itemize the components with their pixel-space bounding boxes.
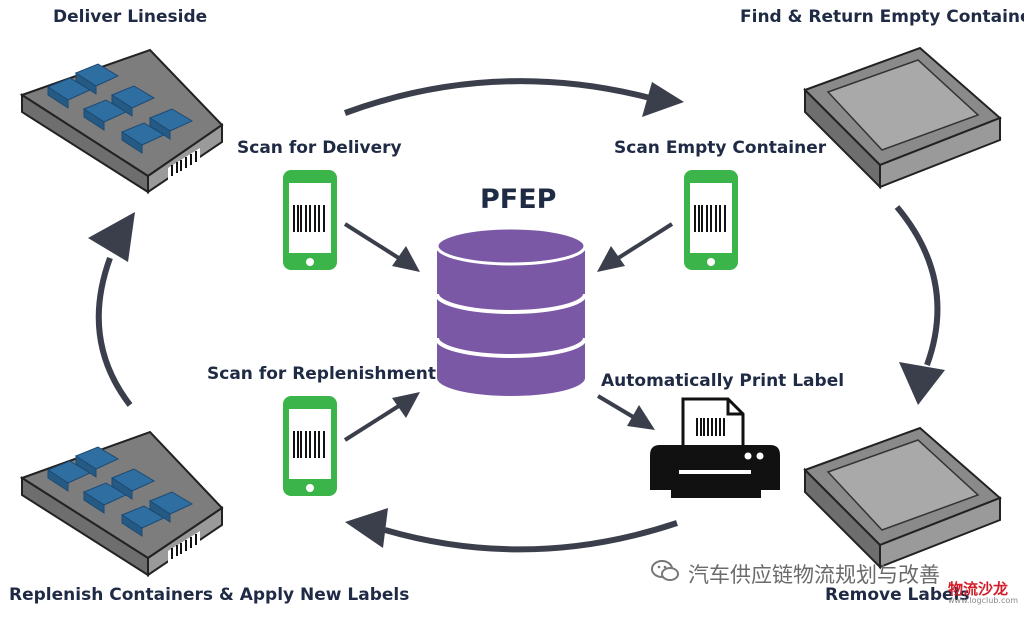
- full-container-bottom-left: [19, 430, 224, 577]
- empty-container-top-right: [803, 46, 1002, 190]
- label-remove-labels: Remove Labels: [825, 585, 970, 605]
- phone-scan-replenishment-icon: [283, 396, 337, 496]
- arrow-remove-to-replenish: [384, 520, 678, 553]
- label-scan-replenishment: Scan for Replenishment: [207, 364, 436, 384]
- arrow-replenishment-to-db: [343, 400, 407, 442]
- arrow-scan-delivery-to-db: [343, 222, 407, 264]
- label-pfep-title: PFEP: [480, 184, 557, 215]
- wechat-icon: [651, 560, 679, 581]
- full-container-top-left: [19, 48, 224, 194]
- arrow-deliver-to-find: [343, 78, 651, 116]
- phone-scan-delivery-icon: [283, 170, 337, 270]
- label-find-return: Find & Return Empty Containers: [740, 7, 1024, 27]
- label-replenish-apply: Replenish Containers & Apply New Labels: [9, 585, 410, 605]
- flow-arrows: [88, 78, 945, 553]
- arrow-scan-empty-to-db: [610, 222, 674, 264]
- printer-icon: [650, 397, 780, 498]
- arrow-replenish-to-deliver: [95, 256, 133, 407]
- database-icon: [435, 226, 587, 396]
- arrow-find-to-remove: [894, 205, 941, 367]
- label-deliver-lineside: Deliver Lineside: [53, 7, 208, 27]
- watermark-text: 汽车供应链物流规划与改善: [688, 563, 940, 587]
- phone-scan-empty-icon: [684, 170, 738, 270]
- empty-container-bottom-right: [803, 426, 1002, 570]
- barcode-icon: [168, 531, 200, 563]
- watermark-brand: 物流沙龙: [948, 580, 1009, 598]
- label-auto-print: Automatically Print Label: [601, 371, 845, 391]
- label-scan-delivery: Scan for Delivery: [237, 138, 402, 158]
- label-scan-empty: Scan Empty Container: [614, 138, 827, 158]
- watermark-url: www.logclub.com: [948, 596, 1019, 605]
- barcode-icon: [168, 148, 200, 180]
